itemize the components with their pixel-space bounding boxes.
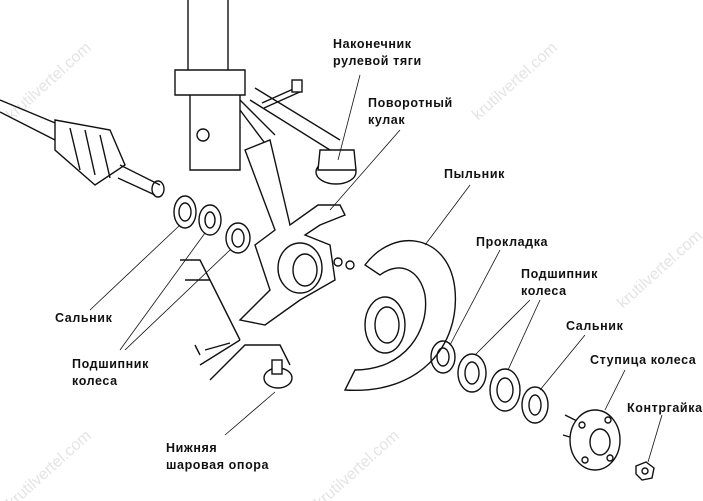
label-wheel-bearing-right: Подшипник колеса	[521, 266, 598, 300]
label-line: шаровая опора	[166, 458, 270, 472]
label-wheel-bearing-left: Подшипник колеса	[72, 356, 149, 390]
strut	[174, 0, 276, 171]
label-line: Подшипник	[521, 267, 598, 281]
inner-seal-bearing	[173, 195, 251, 254]
label-wheel-hub: Ступица колеса	[590, 353, 697, 367]
steering-knuckle	[238, 139, 355, 326]
label-lower-ball-joint: Нижняя шаровая опора	[166, 440, 269, 474]
lock-nut	[635, 461, 655, 481]
drive-shaft	[0, 99, 165, 198]
dust-shield	[343, 240, 457, 391]
lower-ball-joint	[180, 259, 293, 389]
label-line: Подшипник	[72, 357, 149, 371]
label-oil-seal-right: Сальник	[566, 319, 624, 333]
label-line: Наконечник	[333, 37, 412, 51]
label-line: кулак	[368, 113, 406, 127]
bolt-top	[261, 79, 303, 109]
label-line: Поворотный	[368, 96, 453, 110]
label-oil-seal-left: Сальник	[55, 311, 113, 325]
leader-lines	[89, 74, 663, 463]
wheel-hub	[562, 409, 621, 471]
label-line: колеса	[72, 374, 118, 388]
label-lock-nut: Контргайка	[627, 401, 703, 415]
label-steering-knuckle: Поворотный кулак	[368, 95, 453, 129]
outer-rings	[430, 340, 549, 424]
label-dust-shield: Пыльник	[444, 167, 505, 181]
label-line: Нижняя	[166, 441, 218, 455]
tie-rod-end	[249, 87, 357, 185]
label-line: рулевой тяги	[333, 54, 422, 68]
label-line: колеса	[521, 284, 567, 298]
label-tie-rod-end: Наконечник рулевой тяги	[333, 36, 422, 70]
label-gasket: Прокладка	[476, 235, 549, 249]
